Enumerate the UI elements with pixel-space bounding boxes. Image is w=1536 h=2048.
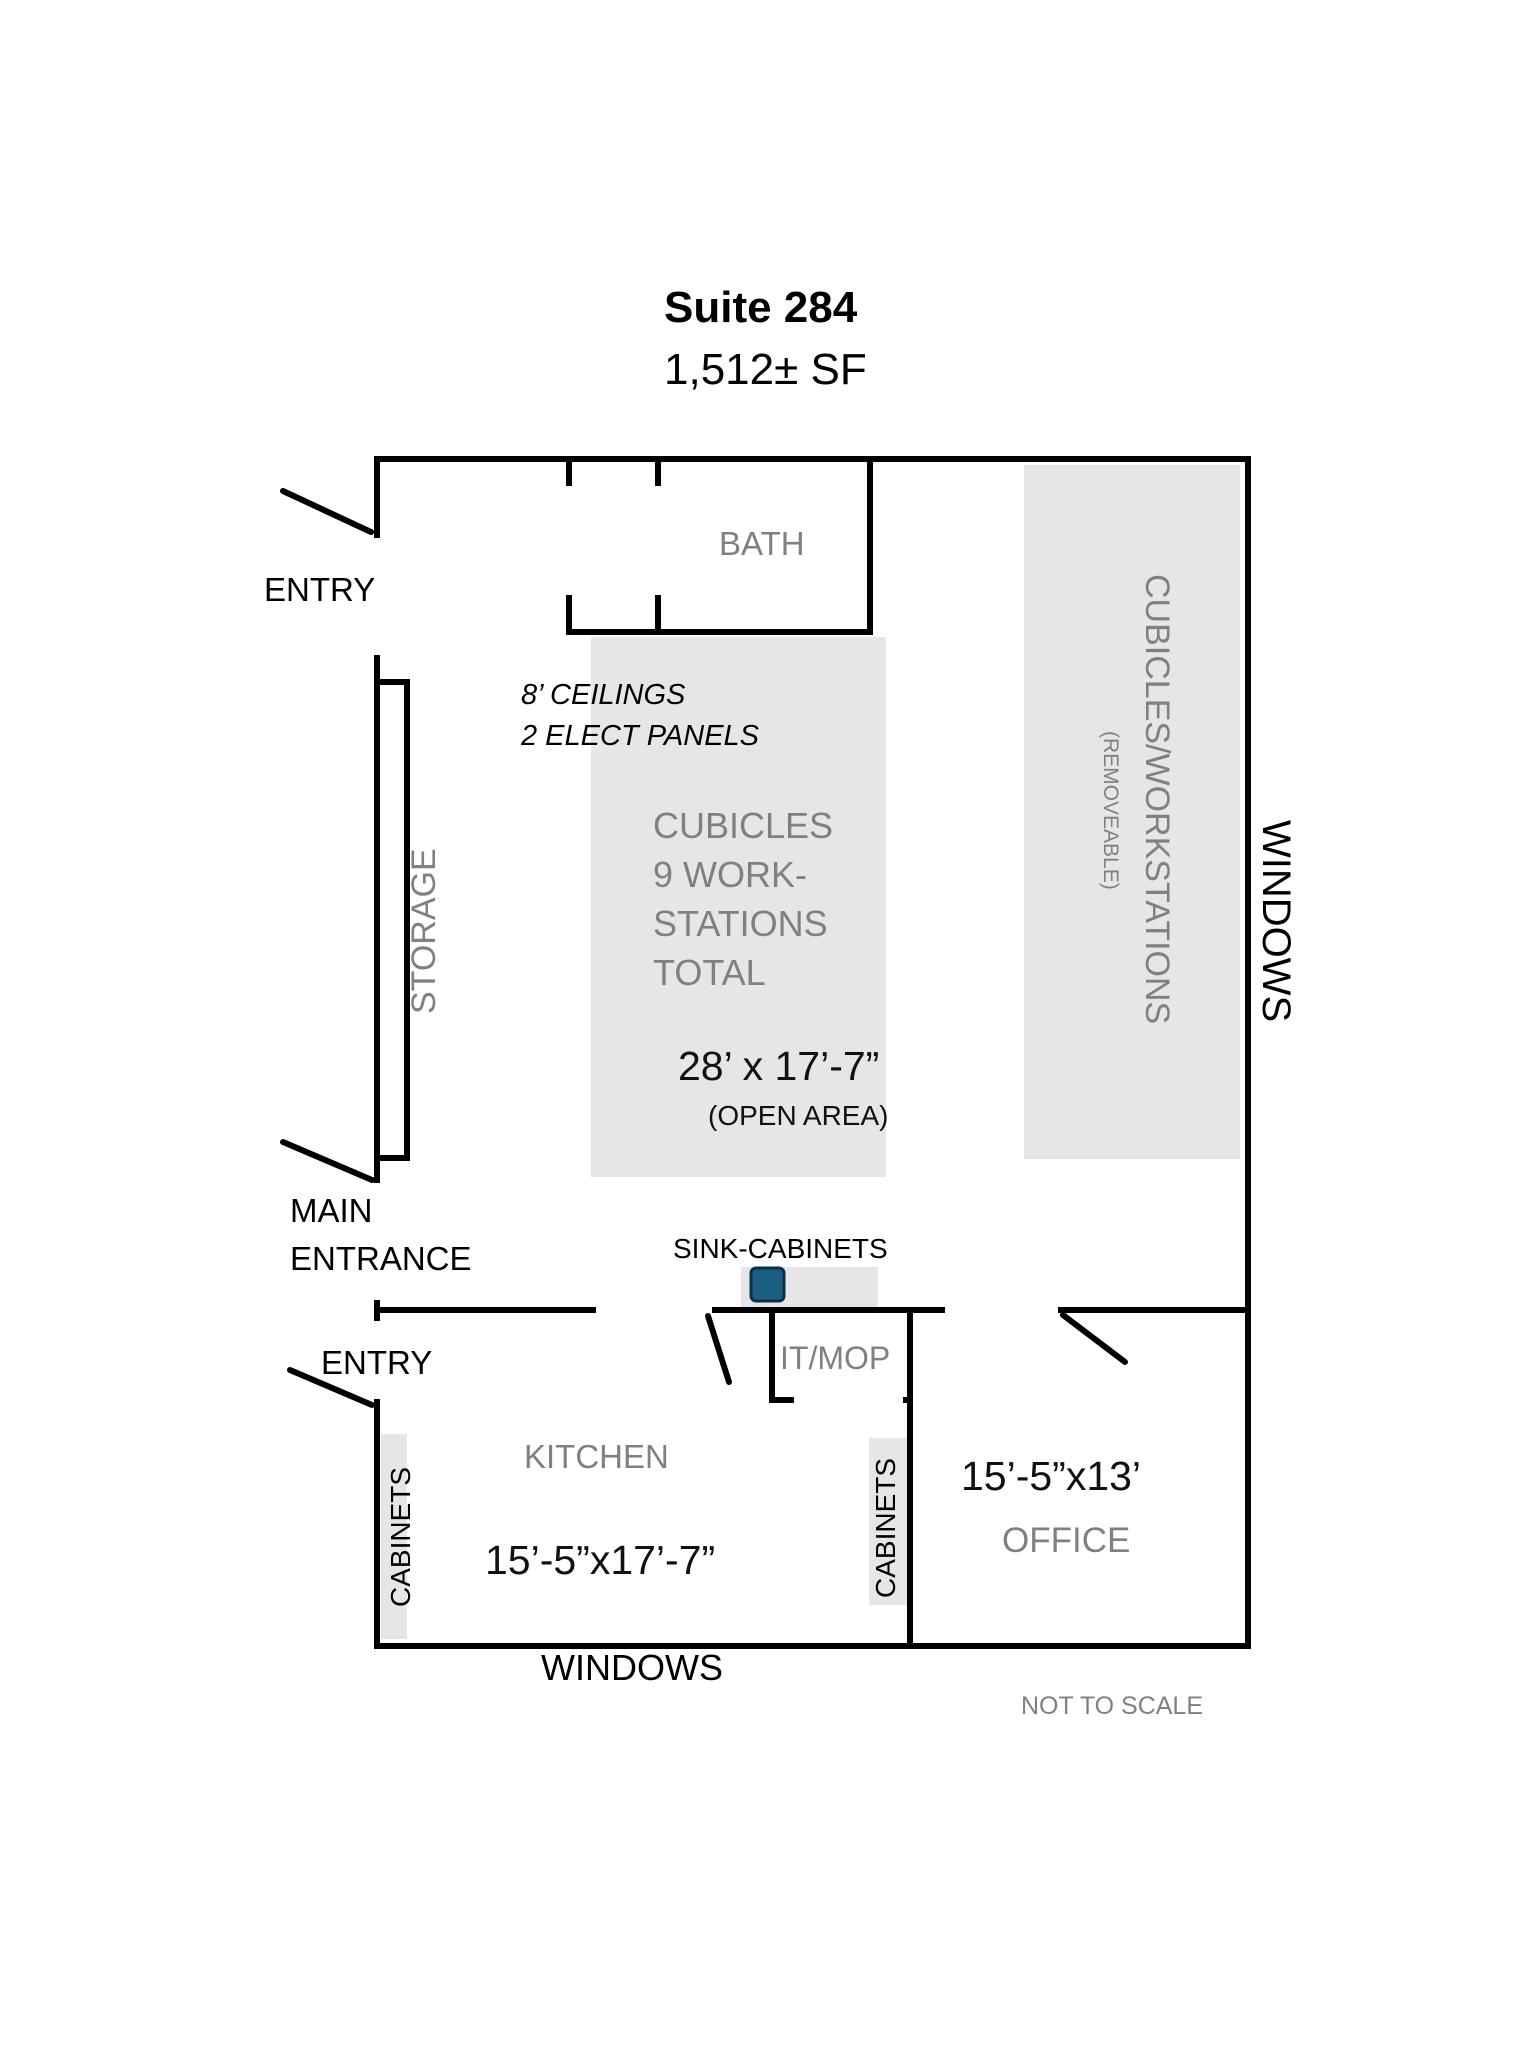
interior-walls <box>374 1307 1251 1649</box>
main-entrance-door <box>280 1139 375 1183</box>
entry-bottom-door <box>287 1367 375 1408</box>
cubicles-center-line-4: TOTAL <box>653 952 766 993</box>
main-entrance-line-1: MAIN <box>290 1192 373 1229</box>
sink-cabinets-label: SINK-CABINETS <box>673 1233 888 1264</box>
it-mop-label: IT/MOP <box>780 1340 891 1376</box>
windows-bottom-label: WINDOWS <box>541 1647 723 1688</box>
open-area-dimensions: 28’ x 17’-7” <box>678 1043 880 1089</box>
cubicles-center-line-2: 9 WORK- <box>653 854 808 895</box>
kitchen-dimensions: 15’-5”x17’-7” <box>485 1537 716 1583</box>
entry-bottom-label: ENTRY <box>321 1344 433 1381</box>
cubicles-center-line-3: STATIONS <box>653 903 828 944</box>
cubicles-right-label: CUBICLES/WORKSTATIONS <box>1138 574 1176 1025</box>
sink-icon <box>749 1266 786 1303</box>
entry-top-label: ENTRY <box>264 571 376 608</box>
open-area-label: (OPEN AREA) <box>708 1100 889 1131</box>
kitchen-label: KITCHEN <box>524 1438 669 1475</box>
cabinets-left-label: CABINETS <box>385 1466 416 1607</box>
page-title: Suite 284 <box>664 283 858 332</box>
cabinets-right-label: CABINETS <box>870 1457 901 1598</box>
cabinets-left-zone <box>381 1434 407 1639</box>
main-entrance-line-2: ENTRANCE <box>290 1240 472 1277</box>
ceilings-note: 8’ CEILINGS <box>521 679 686 711</box>
cubicles-right-zone <box>1024 465 1240 1159</box>
bath-walls <box>566 456 873 635</box>
cubicles-center-line-1: CUBICLES <box>653 805 834 846</box>
suite-area: 1,512± SF <box>664 345 867 394</box>
kitchen-door <box>705 1313 732 1385</box>
door-swings <box>280 488 1128 1408</box>
cubicles-center-zone <box>591 637 886 1177</box>
office-door <box>1060 1312 1128 1365</box>
cabinets-right-zone <box>869 1438 909 1605</box>
storage-label: STORAGE <box>405 848 443 1014</box>
storage-closet <box>374 679 410 1161</box>
cubicles-right-note: (REMOVEABLE) <box>1099 731 1122 890</box>
scale-note: NOT TO SCALE <box>1021 1692 1204 1720</box>
bath-label: BATH <box>719 525 805 562</box>
windows-right-label: WINDOWS <box>1254 820 1298 1023</box>
entry-top-door <box>280 488 374 535</box>
office-label: OFFICE <box>1002 1521 1131 1560</box>
office-dimensions: 15’-5”x13’ <box>961 1453 1142 1499</box>
panels-note: 2 ELECT PANELS <box>521 720 760 752</box>
